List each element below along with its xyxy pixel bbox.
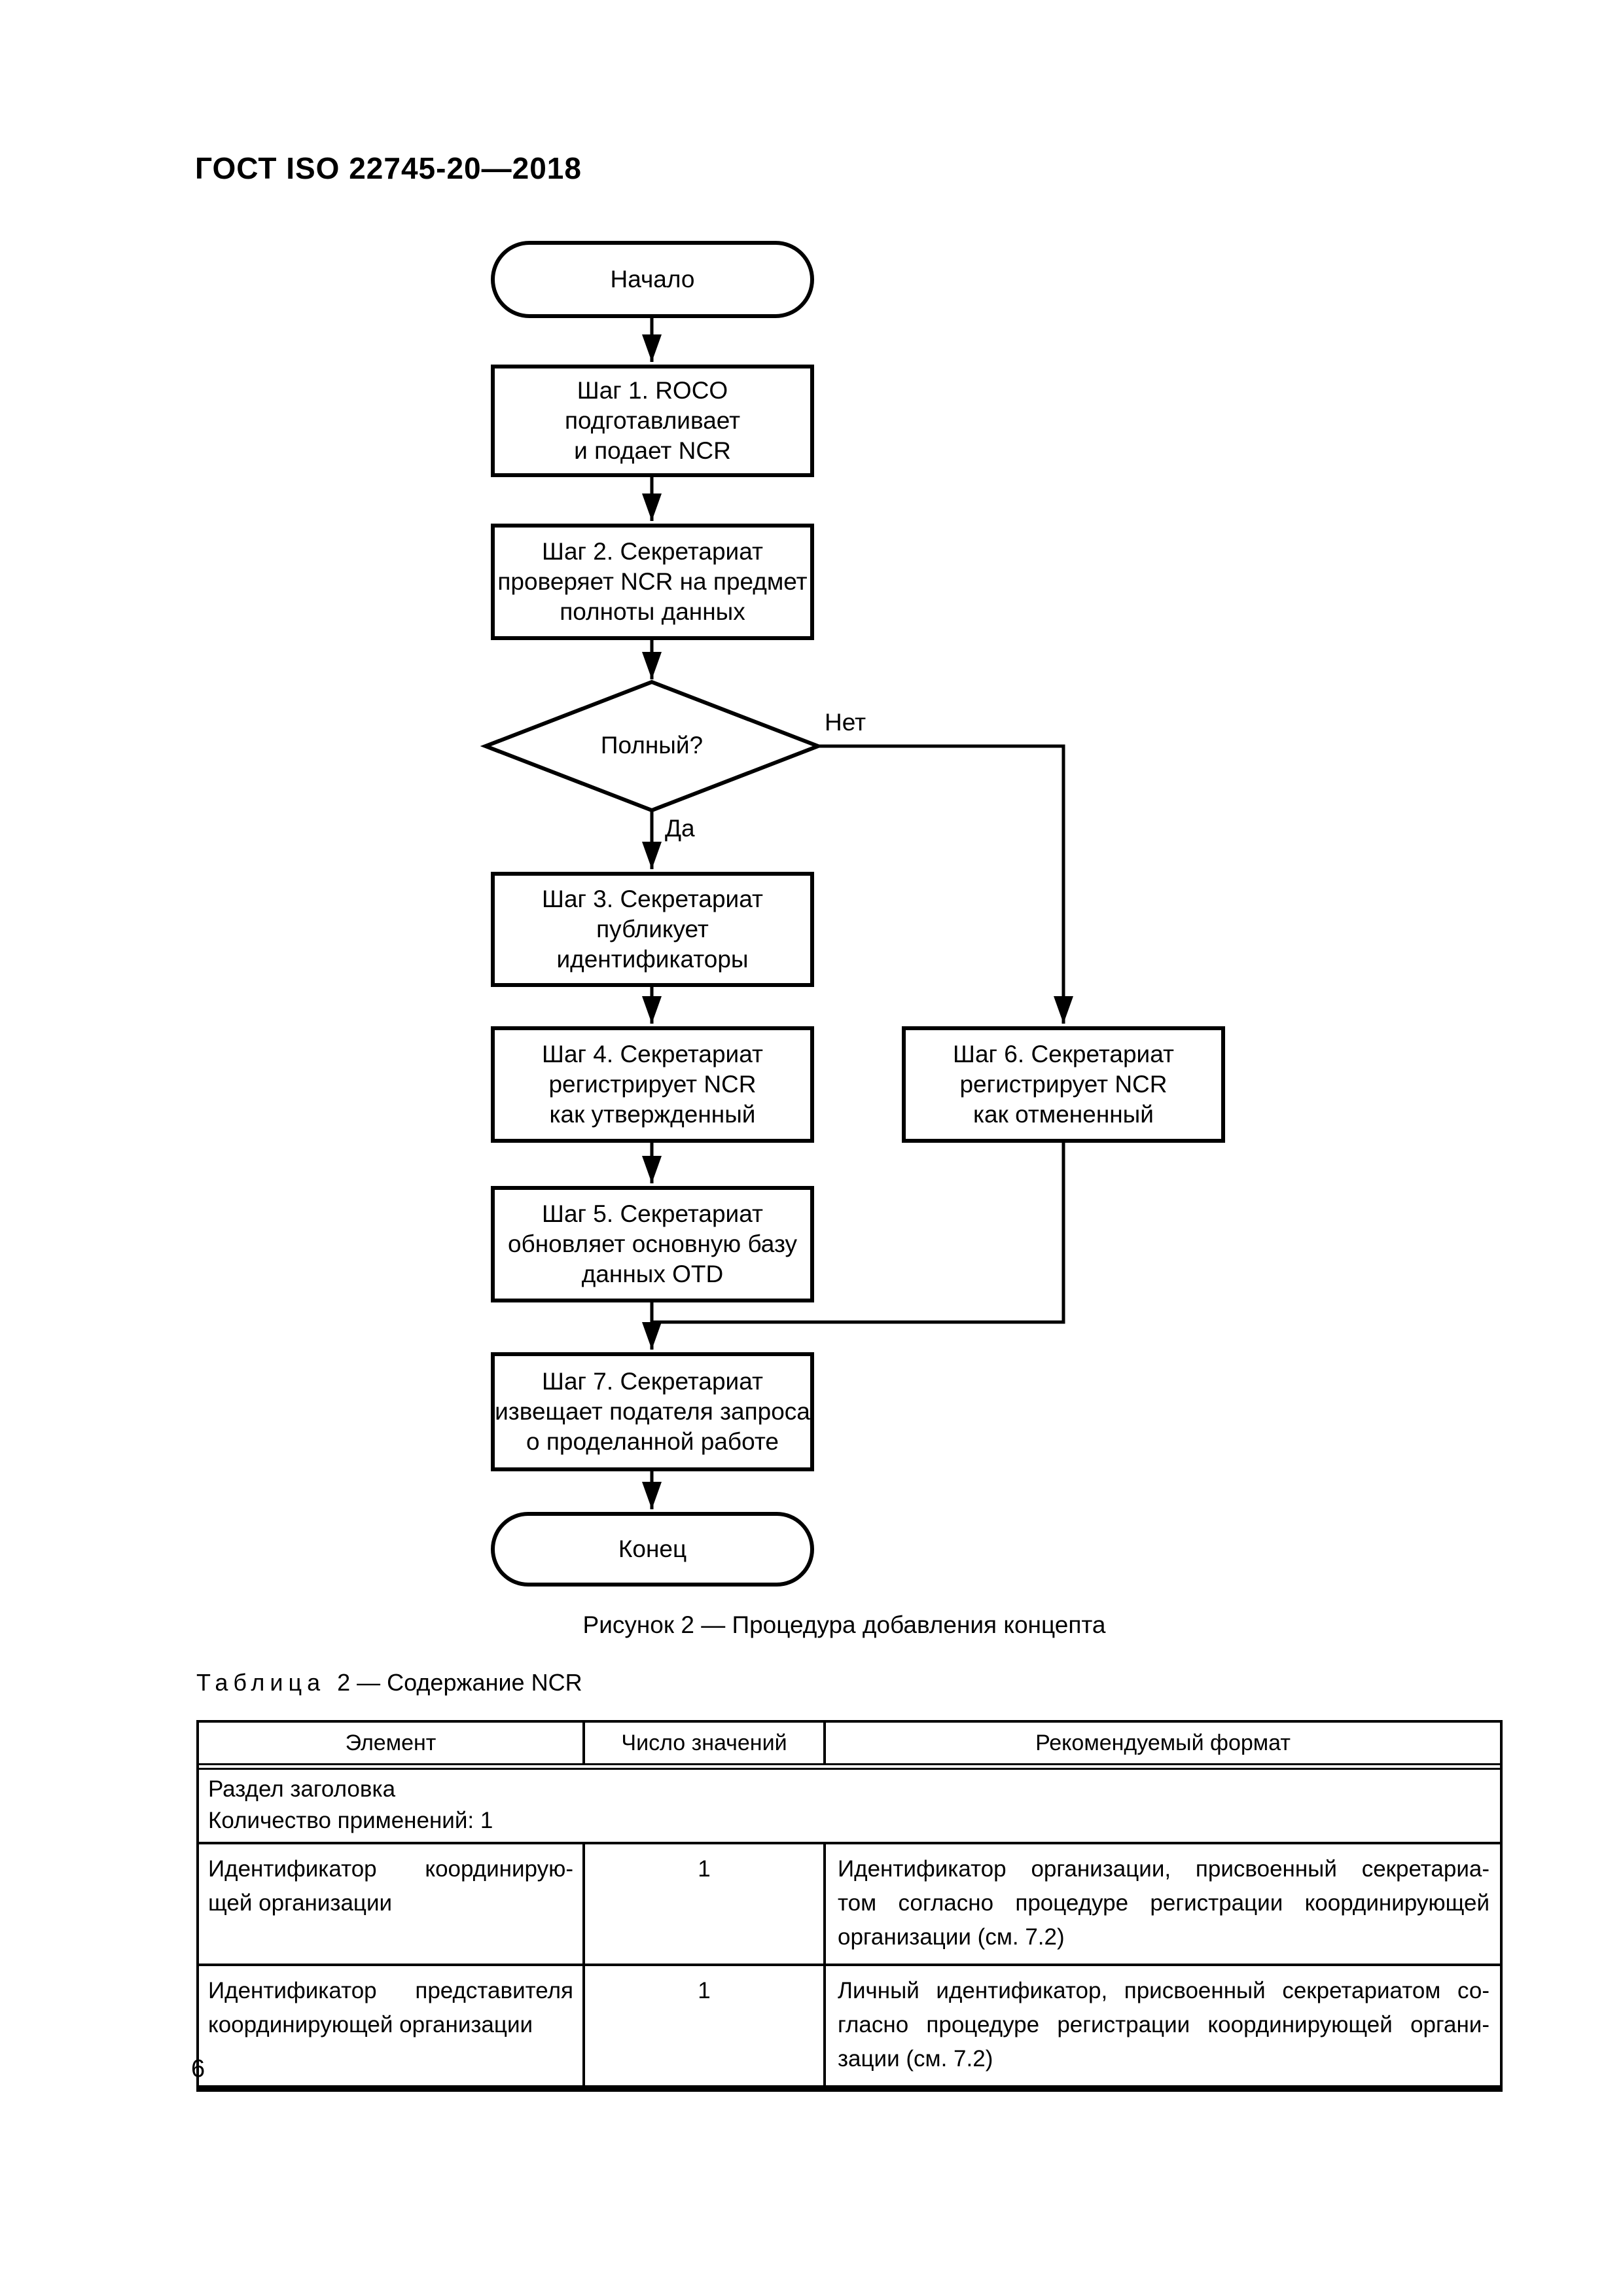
flowchart-step7-box: Шаг 7. Секретариат извещает подателя зап… (491, 1352, 814, 1471)
document-standard-number: ГОСТ ISO 22745-20—2018 (195, 151, 582, 185)
table-header-row: Элемент Число значений Рекомендуемый фор… (199, 1723, 1500, 1770)
table-cell-count: 1 (585, 1966, 826, 2085)
table-title-word: Таблица (196, 1669, 326, 1696)
connector-decision-no-step6 (818, 744, 1073, 1024)
table-cell-element: Идентификатор координирую-щей организаци… (199, 1844, 585, 1964)
flowchart-end-terminal: Конец (491, 1512, 814, 1587)
table-cell-format: Личный идентификатор, присвоенный секрет… (838, 1978, 1489, 2072)
table-title-rest: 2 — Содержание NCR (337, 1669, 582, 1696)
flowchart-branch-no-label: Нет (825, 709, 866, 736)
table-section-row: Раздел заголовка Количество применений: … (199, 1770, 1500, 1844)
flowchart-step4-box: Шаг 4. Секретариат регистрирует NCR как … (491, 1026, 814, 1143)
table-cell-format: Идентификатор организации, присвоенный с… (838, 1856, 1489, 1950)
flowchart-step5-box: Шаг 5. Секретариат обновляет основную ба… (491, 1186, 814, 1302)
flowchart-step6-box: Шаг 6. Секретариат регистрирует NCR как … (902, 1026, 1225, 1143)
figure-caption: Рисунок 2 — Процедура добавления концепт… (582, 1611, 1106, 1638)
flowchart-decision-label: Полный? (600, 732, 704, 759)
flowchart-branch-yes-label: Да (665, 815, 695, 842)
page-number: 6 (191, 2055, 205, 2083)
table-row: Идентификатор координирую-щей организаци… (199, 1844, 1500, 1966)
flowchart-step2-box: Шаг 2. Секретариат проверяет NCR на пред… (491, 524, 814, 640)
flowchart-start-terminal: Начало (491, 241, 814, 318)
flowchart-step3-box: Шаг 3. Секретариат публикует идентификат… (491, 872, 814, 987)
ncr-content-table: Элемент Число значений Рекомендуемый фор… (196, 1720, 1503, 2092)
table-header-count: Число значений (585, 1723, 826, 1763)
table-title: Таблица 2 — Содержание NCR (196, 1669, 582, 1696)
table-cell-count: 1 (585, 1844, 826, 1964)
table-header-element: Элемент (199, 1723, 585, 1763)
flowchart-step1-box: Шаг 1. ROCO подготавливает и подает NCR (491, 365, 814, 477)
table-header-format: Рекомендуемый формат (1035, 1731, 1291, 1755)
